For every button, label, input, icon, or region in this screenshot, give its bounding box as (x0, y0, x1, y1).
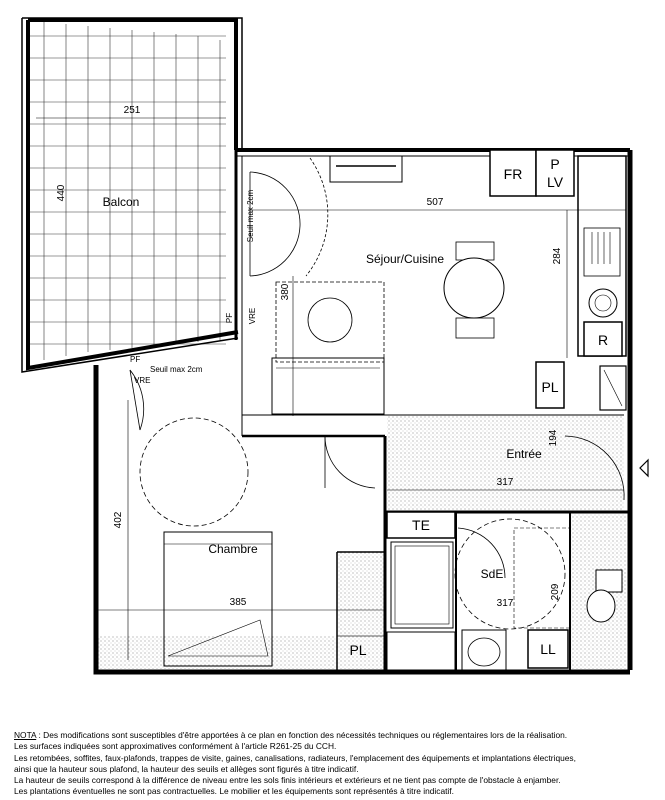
washer-lv-label: LV (547, 174, 564, 190)
sde-label: SdE (481, 567, 504, 581)
bedroom-turning-circle (139, 417, 249, 527)
entree-width-label: 317 (497, 477, 514, 488)
balcon-label: Balcon (103, 195, 140, 209)
legal-note: NOTA : Des modifications sont susceptibl… (14, 730, 654, 798)
sejour-width-label: 507 (427, 197, 444, 208)
note-label: NOTA (14, 730, 37, 740)
washer-unit: P LV (535, 149, 575, 197)
sejour-depth-label: 284 (552, 247, 563, 264)
pf-label-1: PF (225, 313, 234, 323)
sejour-label: Séjour/Cuisine (366, 252, 444, 266)
vre-label-1: VRE (248, 308, 257, 324)
balcon-width-label: 251 (124, 105, 141, 116)
pf-label-2: PF (130, 355, 140, 364)
seuil-label-1: Seuil max 2cm (246, 189, 255, 242)
note-line-4: ainsi que la hauteur sous plafond, la ha… (14, 763, 359, 774)
washbasin (461, 629, 507, 671)
storage-ll-label: LL (540, 641, 556, 657)
doors (129, 157, 625, 579)
storage-pl-entree-label: PL (541, 379, 558, 395)
oven-label: R (598, 332, 608, 348)
seuil-label-2: Seuil max 2cm (150, 365, 203, 374)
fridge-label: FR (504, 166, 523, 182)
note-line-2: Les surfaces indiquées sont approximativ… (14, 741, 337, 752)
note-line-3: Les retombées, soffites, faux-plafonds, … (14, 752, 576, 763)
storage-pl-entree (535, 361, 565, 409)
vre-label-2: VRE (134, 376, 150, 385)
balcon-depth-label: 440 (56, 184, 67, 201)
kitchen-extractor (329, 155, 403, 183)
chambre-depth-label: 402 (113, 511, 124, 528)
toilet (586, 569, 623, 623)
chambre-width-label: 385 (230, 597, 247, 608)
dining-table (443, 241, 505, 339)
note-line-1: : Des modifications sont susceptibles d'… (36, 730, 568, 740)
storage-ll (527, 629, 569, 669)
note-line-6: Les plantations éventuelles ne sont pas … (14, 786, 454, 797)
sde-depth-label: 209 (550, 583, 561, 600)
balcony-deck (30, 22, 226, 360)
fridge-unit: FR (489, 149, 537, 197)
storage-pl-chambre-label: PL (349, 642, 366, 658)
washer-p-label: P (550, 156, 559, 172)
te-label: TE (412, 517, 430, 533)
entree-label: Entrée (506, 447, 542, 461)
note-line-5: La hauteur de seuils correspond à la dif… (14, 775, 561, 786)
kitchen-counter (577, 155, 627, 357)
living-area (271, 281, 385, 415)
shower-area (386, 511, 456, 671)
chambre-label: Chambre (208, 542, 258, 556)
entrance-arrow-icon (639, 458, 649, 478)
sejour-inner-label: 380 (280, 283, 291, 300)
entree-depth-label: 194 (548, 429, 559, 446)
floor-plan: 251 440 Balcon FR P LV R PL 507 284 Séjo… (21, 17, 649, 675)
bed (163, 531, 273, 667)
storage-pl-chambre (336, 635, 386, 671)
sde-turning-circle (454, 518, 566, 630)
walls (21, 17, 633, 675)
sde-width-label: 317 (497, 598, 514, 609)
